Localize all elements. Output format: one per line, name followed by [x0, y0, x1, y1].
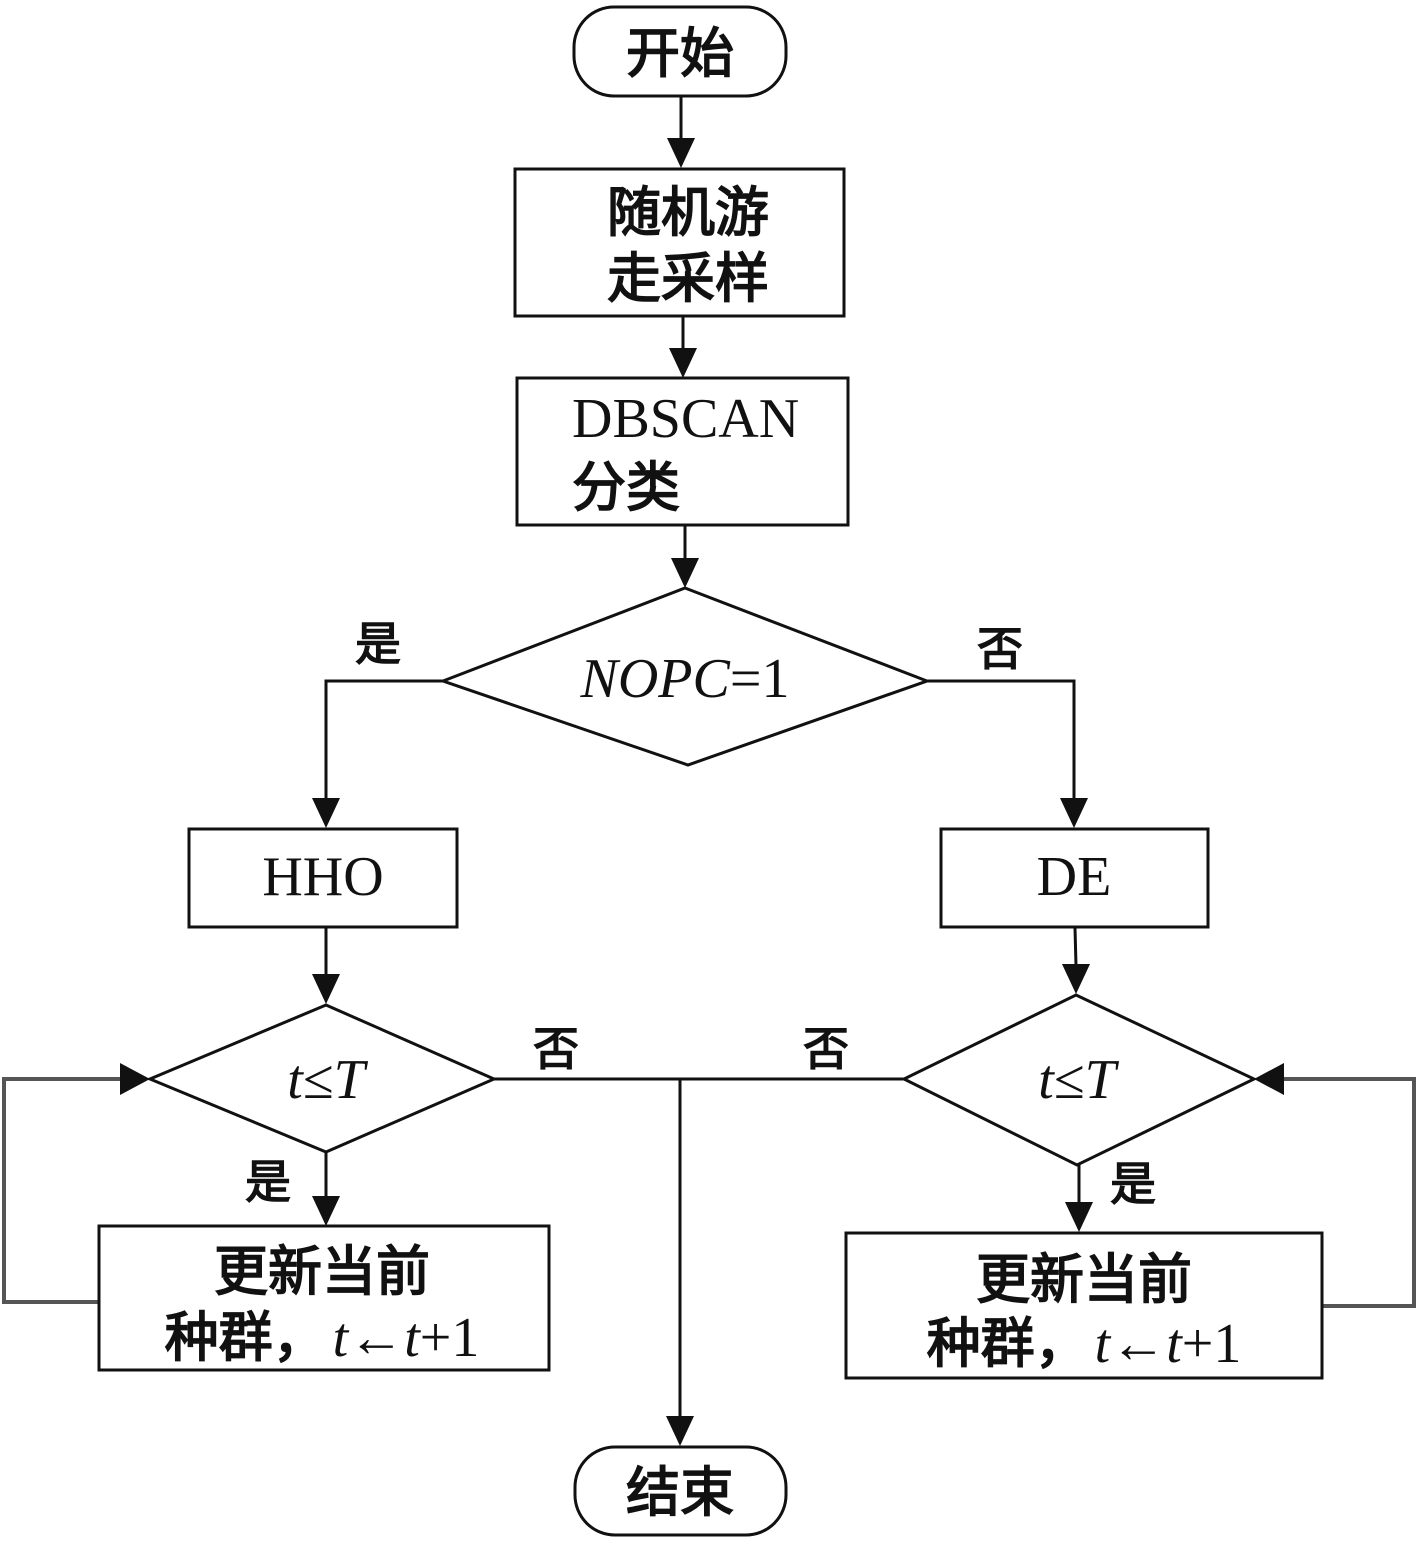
- update-right-node: 更新当前 种群，t←t+1: [844, 1231, 1324, 1380]
- dbscan-node: DBSCAN 分类: [515, 376, 850, 527]
- edge-de-loop: [1073, 927, 1078, 967]
- arrowhead-icon: [1062, 964, 1090, 994]
- arrowhead-icon: [666, 1416, 694, 1446]
- dbscan-label-line1: DBSCAN: [572, 388, 799, 450]
- sampling-label-line2: 走采样: [607, 246, 769, 310]
- label-yes: 是: [355, 617, 401, 671]
- dbscan-label-line2: 分类: [572, 455, 680, 519]
- arrowhead-icon: [312, 1196, 340, 1226]
- end-node: 结束: [573, 1445, 788, 1537]
- arrowhead-icon: [667, 138, 695, 168]
- loop-left-label: t≤T: [287, 1049, 368, 1111]
- decision-nopc-label: NOPC=1: [580, 648, 790, 710]
- arrowhead-icon: [669, 348, 697, 378]
- arrowhead-icon: [671, 558, 699, 588]
- hho-label: HHO: [262, 846, 383, 908]
- label-no: 否: [977, 622, 1023, 676]
- label-no: 否: [533, 1022, 579, 1076]
- update-left-line2: 种群，t←t+1: [165, 1305, 480, 1369]
- de-label: DE: [1037, 846, 1112, 908]
- end-label: 结束: [626, 1460, 734, 1524]
- update-left-node: 更新当前 种群，t←t+1: [97, 1224, 551, 1372]
- arrowhead-icon: [312, 974, 340, 1004]
- hho-node: HHO: [187, 827, 459, 929]
- edge-update-left-feedback: [2, 1077, 120, 1304]
- arrowhead-icon: [120, 1063, 150, 1095]
- arrowhead-icon: [1254, 1063, 1284, 1095]
- arrowhead-icon: [1065, 1202, 1093, 1232]
- start-label: 开始: [626, 21, 734, 85]
- label-yes: 是: [1110, 1157, 1156, 1211]
- update-right-line2: 种群，t←t+1: [927, 1311, 1242, 1375]
- loop-left-decision-node: t≤T: [146, 1003, 498, 1154]
- sampling-label-line1: 随机游: [607, 180, 769, 244]
- edge-decision-hho: [324, 679, 443, 800]
- decision-nopc-node: NOPC=1: [438, 586, 932, 767]
- loop-right-decision-node: t≤T: [900, 993, 1258, 1167]
- loop-right-label: t≤T: [1038, 1049, 1119, 1111]
- edge-decision-de: [927, 679, 1076, 800]
- label-no: 否: [803, 1022, 849, 1076]
- arrowhead-icon: [312, 798, 340, 828]
- sampling-node: 随机游 走采样: [513, 167, 846, 318]
- update-left-line1: 更新当前: [214, 1239, 430, 1303]
- de-node: DE: [939, 827, 1210, 929]
- label-yes: 是: [245, 1155, 291, 1209]
- arrowhead-icon: [1060, 798, 1088, 828]
- start-node: 开始: [572, 5, 788, 98]
- edge-update-right-feedback: [1284, 1077, 1416, 1308]
- update-right-line1: 更新当前: [976, 1247, 1192, 1311]
